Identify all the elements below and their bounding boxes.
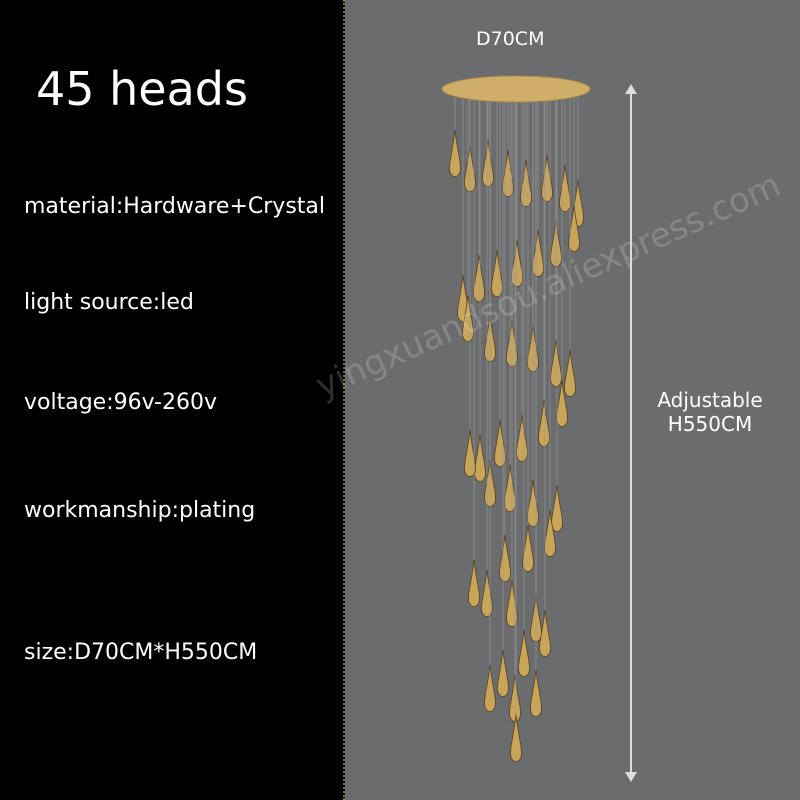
height-arrow: [625, 84, 637, 782]
crystal-drop: [484, 664, 496, 712]
crystal-drop: [564, 349, 576, 397]
crystal-drop: [551, 484, 563, 532]
crystal-drop: [527, 479, 539, 527]
crystal-drop: [516, 414, 528, 462]
crystal-drop: [449, 129, 461, 177]
crystal-drop: [539, 609, 551, 657]
crystal-drop: [556, 379, 568, 427]
height-label-line1: Adjustable: [657, 388, 763, 412]
crystal-drop: [462, 294, 474, 342]
crystal-drop: [510, 714, 522, 762]
crystal-drop: [518, 629, 530, 677]
crystal-drop: [530, 669, 542, 717]
crystal-drop: [550, 339, 562, 387]
heads-count-title: 45 heads: [36, 62, 248, 116]
crystal-drop: [541, 154, 553, 202]
crystal-drop: [559, 164, 571, 212]
crystal-drop: [504, 464, 516, 512]
spec-light-source: light source:led: [24, 290, 194, 315]
crystal-drop: [468, 559, 480, 607]
crystal-drop: [473, 254, 485, 302]
crystal-drop: [481, 569, 493, 617]
crystal-drop: [532, 229, 544, 277]
height-label-line2: H550CM: [667, 412, 753, 436]
ceiling-canopy: [441, 75, 591, 103]
crystal-drop: [499, 534, 511, 582]
spec-material: material:Hardware+Crystal: [24, 194, 325, 219]
diameter-label: D70CM: [476, 28, 545, 50]
height-label: Adjustable H550CM: [640, 388, 780, 436]
crystal-drop: [544, 509, 556, 557]
crystal-drop: [538, 399, 550, 447]
crystal-drop: [474, 434, 486, 482]
crystal-drop: [494, 419, 506, 467]
spec-workmanship: workmanship:plating: [24, 498, 256, 523]
crystal-drop: [509, 674, 521, 722]
product-image-panel: [345, 0, 800, 800]
crystal-drop: [511, 239, 523, 287]
spec-voltage: voltage:96v-260v: [24, 390, 217, 415]
spec-size: size:D70CM*H550CM: [24, 640, 258, 665]
crystal-drop: [497, 649, 509, 697]
crystal-drop: [482, 139, 494, 187]
spec-panel: 45 heads material:Hardware+Crystal light…: [0, 0, 345, 800]
